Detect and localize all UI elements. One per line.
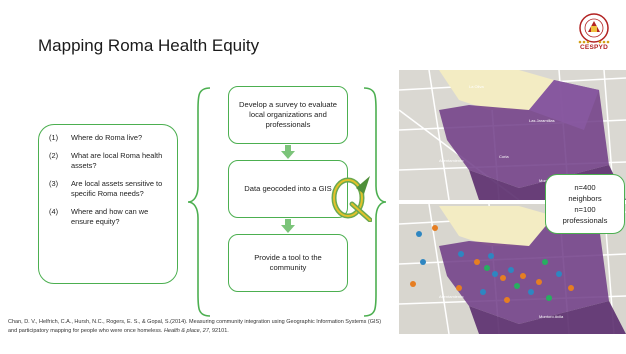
seal-icon: [578, 13, 610, 44]
question-item: (3) Are local assets sensitive to specif…: [49, 179, 171, 199]
logo-label: CESPYD: [580, 44, 608, 51]
question-text: Where do Roma live?: [71, 133, 143, 142]
right-brace: [363, 87, 387, 317]
citation-journal: Health & place, 27,: [163, 327, 211, 334]
question-number: (4): [49, 207, 59, 216]
question-text: Where and how can we ensure equity?: [71, 207, 149, 226]
svg-text:La Oliva: La Oliva: [469, 84, 484, 89]
question-item: (4) Where and how can we ensure equity?: [49, 207, 171, 227]
step-survey: Develop a survey to evaluate local organ…: [228, 86, 348, 144]
question-number: (1): [49, 133, 59, 142]
arrow-down-icon: [281, 219, 295, 233]
svg-text:Asentamiento: Asentamiento: [439, 158, 464, 163]
sample-professionals-n: n=100: [574, 205, 596, 214]
sample-professionals-label: professionals: [562, 216, 608, 225]
map-image: La Oliva Las Jaramillas Asentamiento Cor…: [399, 70, 626, 200]
question-number: (2): [49, 151, 59, 160]
sample-neighbors-n: n=400: [574, 183, 596, 192]
left-brace: [187, 87, 211, 317]
map-image: Asentamiento Montoro Avila: [399, 204, 626, 334]
svg-text:Montoro Avila: Montoro Avila: [539, 314, 564, 319]
citation: Chan, D. V., Helfrich, C.A., Hursh, N.C.…: [8, 318, 388, 335]
questions-box: (1) Where do Roma live? (2) What are loc…: [38, 124, 178, 284]
sample-size-box: n=400 neighbors n=100 professionals: [545, 174, 625, 234]
step-geocode: Data geocoded into a GIS: [228, 160, 348, 218]
svg-text:Asentamiento: Asentamiento: [439, 294, 464, 299]
citation-pages: 92101.: [211, 327, 229, 334]
question-text: Are local assets sensitive to specific R…: [71, 179, 163, 198]
map-health-assets: Asentamiento Montoro Avila: [399, 204, 626, 334]
step-tool: Provide a tool to the community: [228, 234, 348, 292]
svg-text:Las Jaramillas: Las Jaramillas: [529, 118, 555, 123]
sample-neighbors-label: neighbors: [568, 194, 602, 203]
arrow-down-icon: [281, 145, 295, 159]
question-number: (3): [49, 179, 59, 188]
svg-text:Coria: Coria: [499, 154, 509, 159]
question-item: (1) Where do Roma live?: [49, 133, 171, 143]
question-text: What are local Roma health assets?: [71, 151, 163, 170]
slide-title: Mapping Roma Health Equity: [38, 36, 260, 55]
question-item: (2) What are local Roma health assets?: [49, 151, 171, 171]
qgis-logo-icon: [331, 176, 372, 222]
citation-authors: Chan, D. V., Helfrich, C.A., Hursh, N.C.…: [8, 319, 382, 334]
university-logo: CESPYD: [574, 12, 614, 58]
